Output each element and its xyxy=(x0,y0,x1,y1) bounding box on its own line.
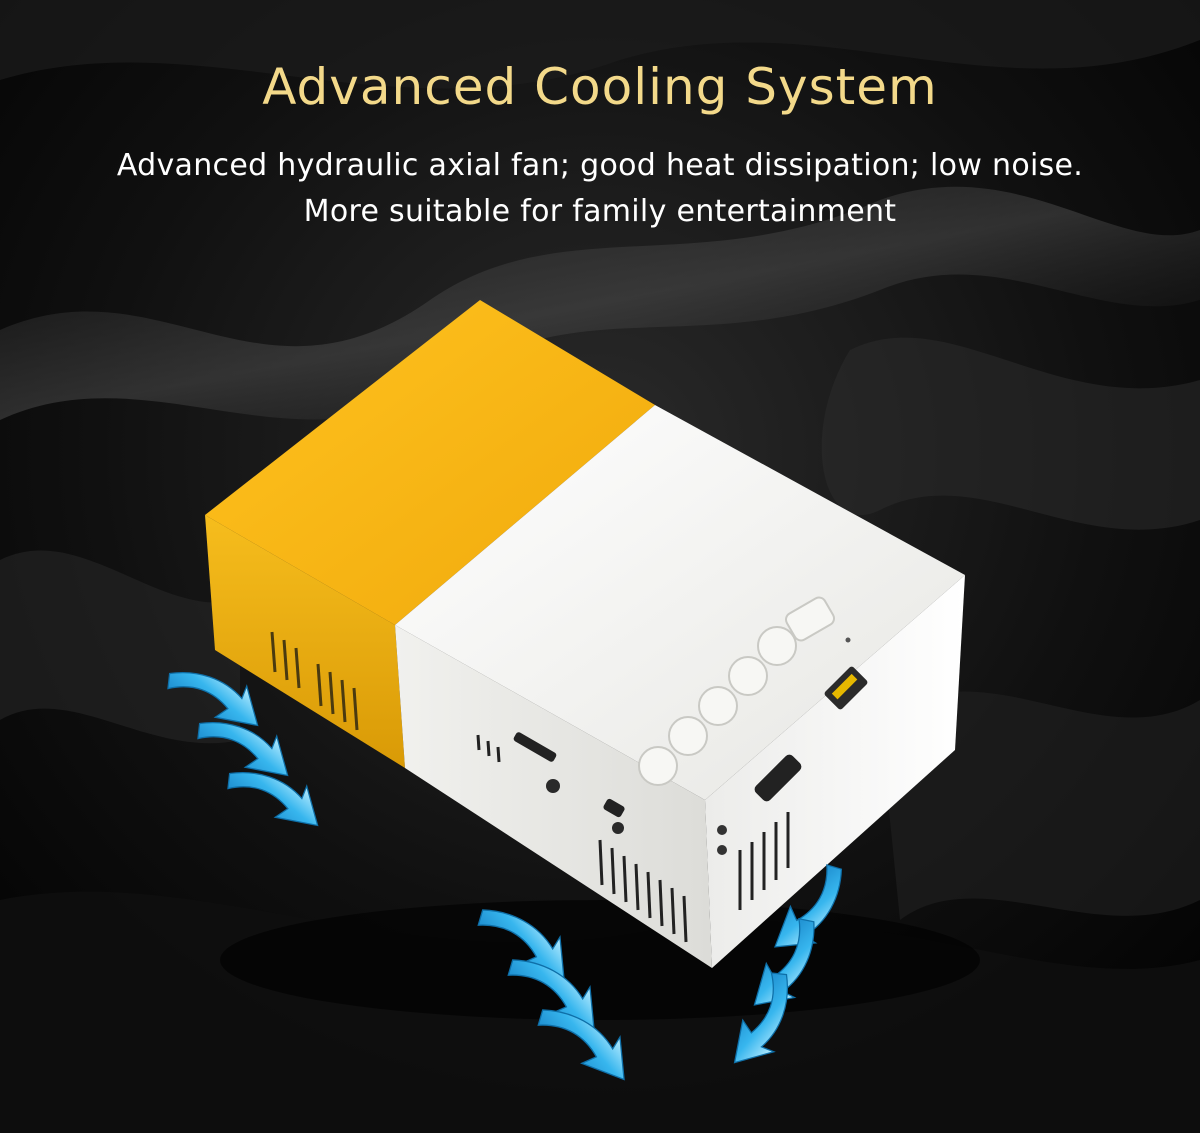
white-main-body xyxy=(395,405,965,968)
feature-description: Advanced hydraulic axial fan; good heat … xyxy=(116,148,1084,183)
control-buttons xyxy=(638,596,835,786)
side-vent xyxy=(738,812,790,910)
hdmi-port-icon xyxy=(754,754,802,802)
power-button-icon xyxy=(785,596,835,642)
page-title: Advanced Cooling System xyxy=(262,58,938,116)
front-vent xyxy=(476,734,688,943)
feature-tagline: More suitable for family entertainment xyxy=(303,194,897,229)
usb-port-icon xyxy=(824,666,868,710)
yellow-lens-housing xyxy=(205,300,655,768)
